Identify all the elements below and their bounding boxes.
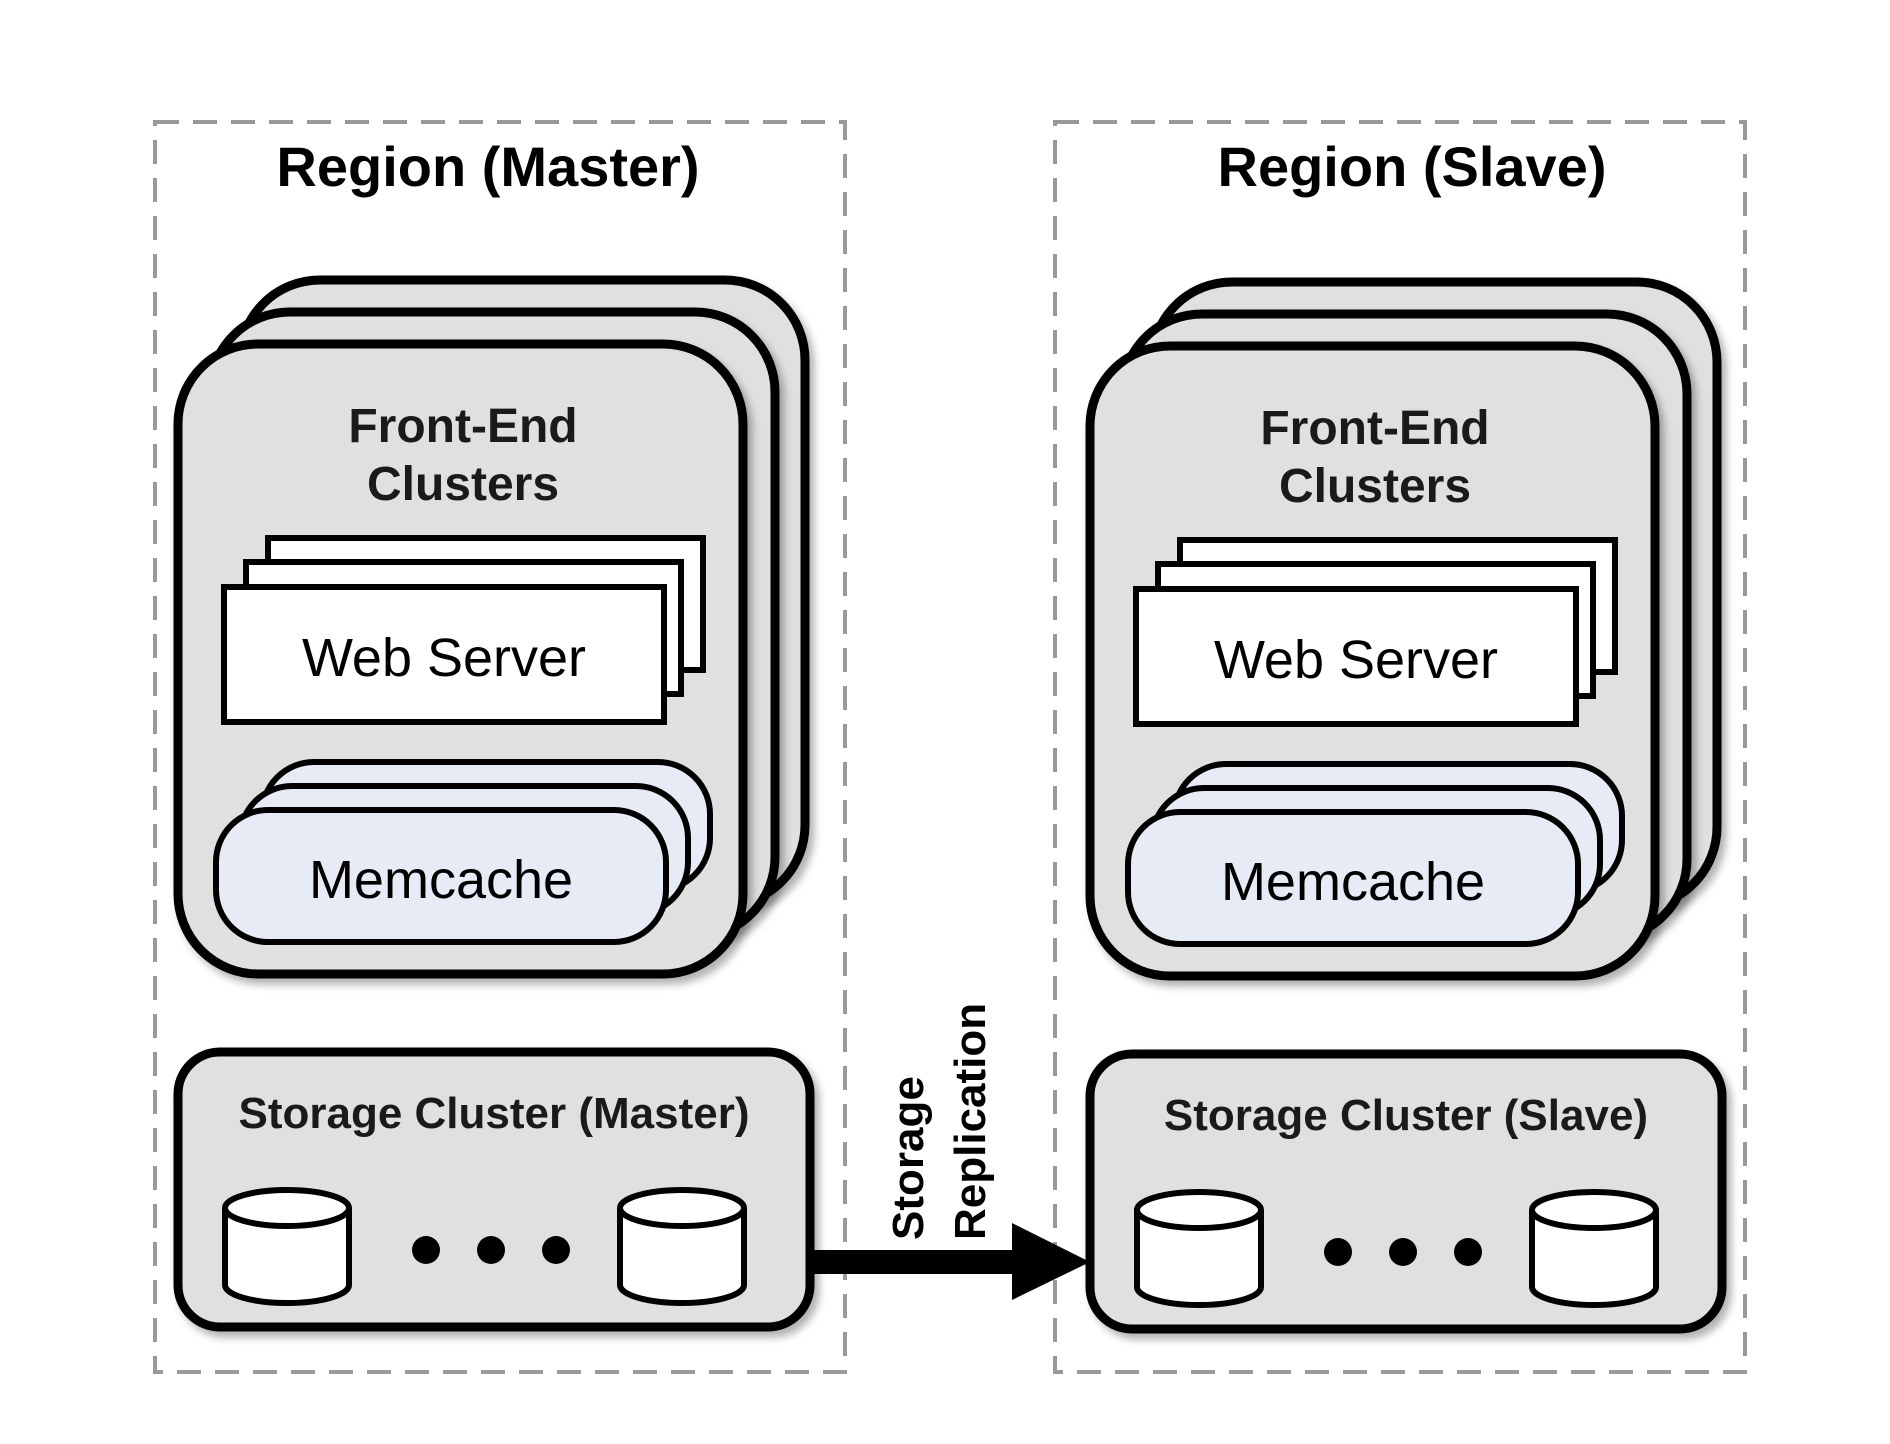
region-master-border	[153, 120, 847, 1374]
front-end-title-line1: Front-End	[348, 400, 577, 453]
web-server-stack-slave: Web Server	[1133, 537, 1618, 727]
front-end-title-line2: Clusters	[1279, 460, 1471, 513]
front-end-clusters-master: Front-End Clusters Web Server Memcache	[173, 275, 810, 979]
memcache-stack-slave: Memcache	[1125, 761, 1625, 947]
web-server-label: Web Server	[1214, 630, 1498, 690]
replication-label-line2: Replication	[946, 1003, 995, 1240]
region-master-title: Region (Master)	[276, 135, 699, 198]
region-slave-border	[1053, 120, 1747, 1374]
web-server-card-front	[1133, 586, 1579, 727]
memcache-card-front	[1125, 809, 1581, 947]
memcache-label: Memcache	[1221, 852, 1485, 912]
memcache-card-front	[213, 807, 669, 945]
memcache-stack-master: Memcache	[213, 759, 713, 945]
ellipsis-dots	[1324, 1238, 1482, 1266]
web-server-stack-master: Web Server	[221, 535, 706, 725]
replication-label-line1: Storage	[884, 1076, 933, 1240]
ellipsis-dots	[412, 1236, 570, 1264]
database-icon	[617, 1187, 747, 1306]
storage-cluster-slave: Storage Cluster (Slave)	[1085, 1049, 1727, 1334]
front-end-title-line1: Front-End	[1260, 402, 1489, 455]
storage-replication-arrow: Storage Replication	[812, 1003, 1090, 1300]
region-slave: Region (Slave) Front-End Clusters Web Se…	[1053, 120, 1747, 1374]
front-end-title-line2: Clusters	[367, 458, 559, 511]
memcache-label: Memcache	[309, 850, 573, 910]
database-icon	[1529, 1189, 1659, 1308]
storage-cluster-title: Storage Cluster (Master)	[238, 1089, 749, 1138]
region-master: Region (Master) Front-End Clusters Web S…	[153, 120, 847, 1374]
front-end-clusters-slave: Front-End Clusters Web Server Memcache	[1085, 277, 1722, 981]
arrow-head	[1012, 1223, 1090, 1300]
database-icon	[1134, 1189, 1264, 1308]
database-icon	[222, 1187, 352, 1306]
web-server-label: Web Server	[302, 628, 586, 688]
storage-cluster-master: Storage Cluster (Master)	[173, 1047, 815, 1332]
web-server-card-front	[221, 584, 667, 725]
region-slave-title: Region (Slave)	[1218, 135, 1607, 198]
storage-cluster-title: Storage Cluster (Slave)	[1164, 1091, 1648, 1140]
